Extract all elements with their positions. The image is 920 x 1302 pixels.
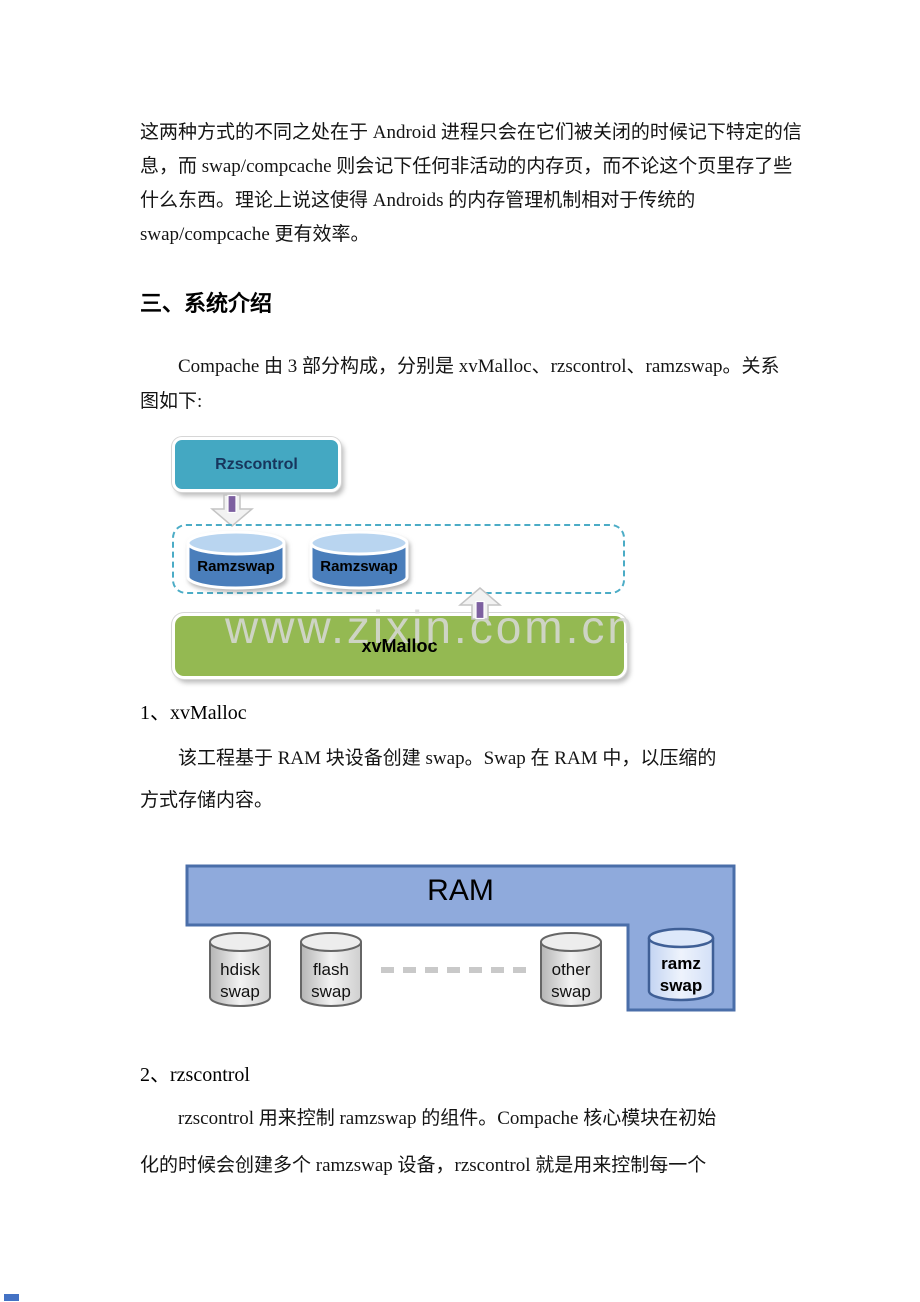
ramzswap-label-2: Ramzswap [320,558,398,575]
ram-label: RAM [427,874,494,907]
paragraph1-line1: 这两种方式的不同之处在于 Android 进程只会在它们被关闭的时候记下特定的信 [140,122,802,143]
hdisk-swap-label-line1: hdisk [220,960,260,979]
xvmalloc-box: xvMalloc [172,613,627,679]
xvmalloc-label: xvMalloc [361,635,438,656]
paragraph1-line4: swap/compcache 更有效率。 [140,224,370,245]
section2-line2: 化的时候会创建多个 ramzswap 设备，rzscontrol 就是用来控制每… [140,1155,707,1176]
hdisk-swap-cylinder: hdisk swap [209,932,271,1007]
ramzswap-cylinder-1: Ramzswap [186,530,286,590]
section1-line1: 该工程基于 RAM 块设备创建 swap。Swap 在 RAM 中，以压缩的 [178,748,717,769]
ellipsis-dashed-line [381,967,531,973]
paragraph2-line2: 图如下: [140,391,203,412]
arrow-up-icon [458,587,502,620]
other-swap-cylinder: other swap [540,932,602,1007]
ram-region-shape [185,864,736,1012]
ramz-swap-label-line1: ramz [661,954,701,973]
ramzswap-label-1: Ramzswap [197,558,275,575]
page-corner-mark [4,1294,19,1301]
other-swap-label-line1: other [552,960,591,979]
section2-title: 2、rzscontrol [140,1064,250,1086]
ramz-swap-cylinder: ramz swap [647,927,715,1002]
section1-line2: 方式存储内容。 [140,790,274,811]
section-heading: 三、系统介绍 [140,291,273,316]
flash-swap-label-line1: flash [313,960,349,979]
ramzswap-cylinder-2: Ramzswap [309,530,409,590]
paragraph1-line2: 息，而 swap/compcache 则会记下任何非活动的内存页，而不论这个页里… [140,156,793,177]
flash-swap-label-line2: swap [311,982,351,1001]
other-swap-label-line2: swap [551,982,591,1001]
section1-title: 1、xvMalloc [140,702,247,724]
paragraph1-line3: 什么东西。理论上说这使得 Androids 的内存管理机制相对于传统的 [140,190,696,211]
arrow-down-icon [210,494,254,527]
section2-line1: rzscontrol 用来控制 ramzswap 的组件。Compache 核心… [178,1108,717,1129]
hdisk-swap-label-line2: swap [220,982,260,1001]
watermark-text: www.zixin.com.cn [225,601,636,653]
paragraph2-line1: Compache 由 3 部分构成，分别是 xvMalloc、rzscontro… [178,356,780,377]
flash-swap-cylinder: flash swap [300,932,362,1007]
rzscontrol-label: Rzscontrol [215,455,298,473]
rzscontrol-box: Rzscontrol [172,437,341,492]
ramzswap-group-container [172,524,625,594]
ramz-swap-label-line2: swap [660,976,703,995]
